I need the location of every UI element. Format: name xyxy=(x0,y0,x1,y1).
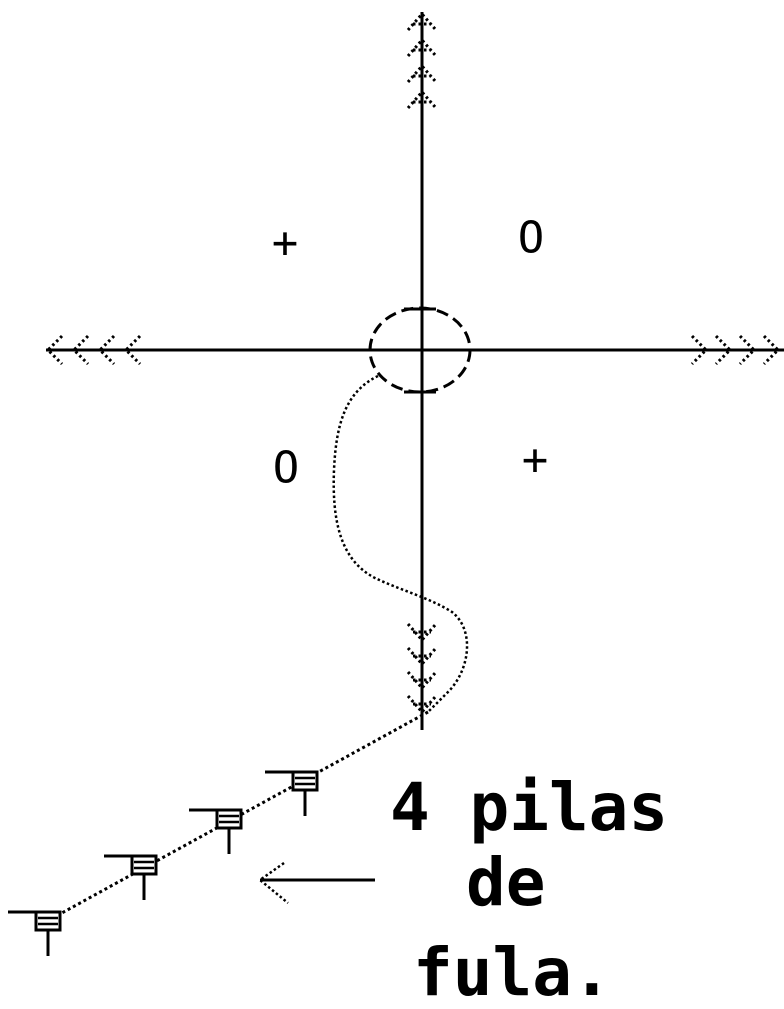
chevron-left-icon xyxy=(45,334,64,366)
top-chevron-group xyxy=(406,11,438,109)
chevron-left-icon xyxy=(97,334,116,366)
arrow-head xyxy=(257,861,289,904)
left-chevron-group xyxy=(45,334,142,366)
caption-line-3: fula. xyxy=(413,934,612,1009)
chevron-right-icon xyxy=(762,334,781,366)
chevron-down-icon xyxy=(406,647,438,667)
swing-curve xyxy=(332,374,469,713)
quadrant-mark-top-left: + xyxy=(272,218,299,269)
quadrant-mark-bottom-right: + xyxy=(522,435,549,486)
chevron-right-icon xyxy=(738,334,757,366)
center-circle xyxy=(368,306,472,394)
diagonal-dotted-line xyxy=(39,710,429,927)
chevron-right-icon xyxy=(714,334,733,366)
quadrant-mark-top-right: O xyxy=(518,213,545,264)
pila-body xyxy=(291,770,319,792)
chevron-down-icon xyxy=(406,671,438,691)
caption-line-2: de xyxy=(466,844,545,921)
pila-symbol xyxy=(104,854,158,900)
pila-symbol xyxy=(8,910,62,956)
pila-body xyxy=(34,910,62,932)
pila-body xyxy=(215,808,243,830)
chevron-left-icon xyxy=(71,334,90,366)
arrow-left-icon xyxy=(257,861,375,904)
right-chevron-group xyxy=(690,334,781,366)
caption-line-1: 4 pilas xyxy=(390,769,668,846)
quadrant-mark-bottom-left: O xyxy=(273,443,300,494)
chevron-down-icon xyxy=(406,695,438,715)
pila-symbol xyxy=(189,808,243,854)
chevron-up-icon xyxy=(406,11,438,31)
chevron-up-icon xyxy=(406,37,438,57)
bottom-chevron-group xyxy=(406,623,438,715)
pila-symbol xyxy=(265,770,319,816)
chevron-down-icon xyxy=(406,623,438,643)
chevron-up-icon xyxy=(406,89,438,109)
chevron-right-icon xyxy=(690,334,709,366)
chevron-up-icon xyxy=(406,63,438,83)
pila-body xyxy=(130,854,158,876)
chevron-left-icon xyxy=(123,334,142,366)
